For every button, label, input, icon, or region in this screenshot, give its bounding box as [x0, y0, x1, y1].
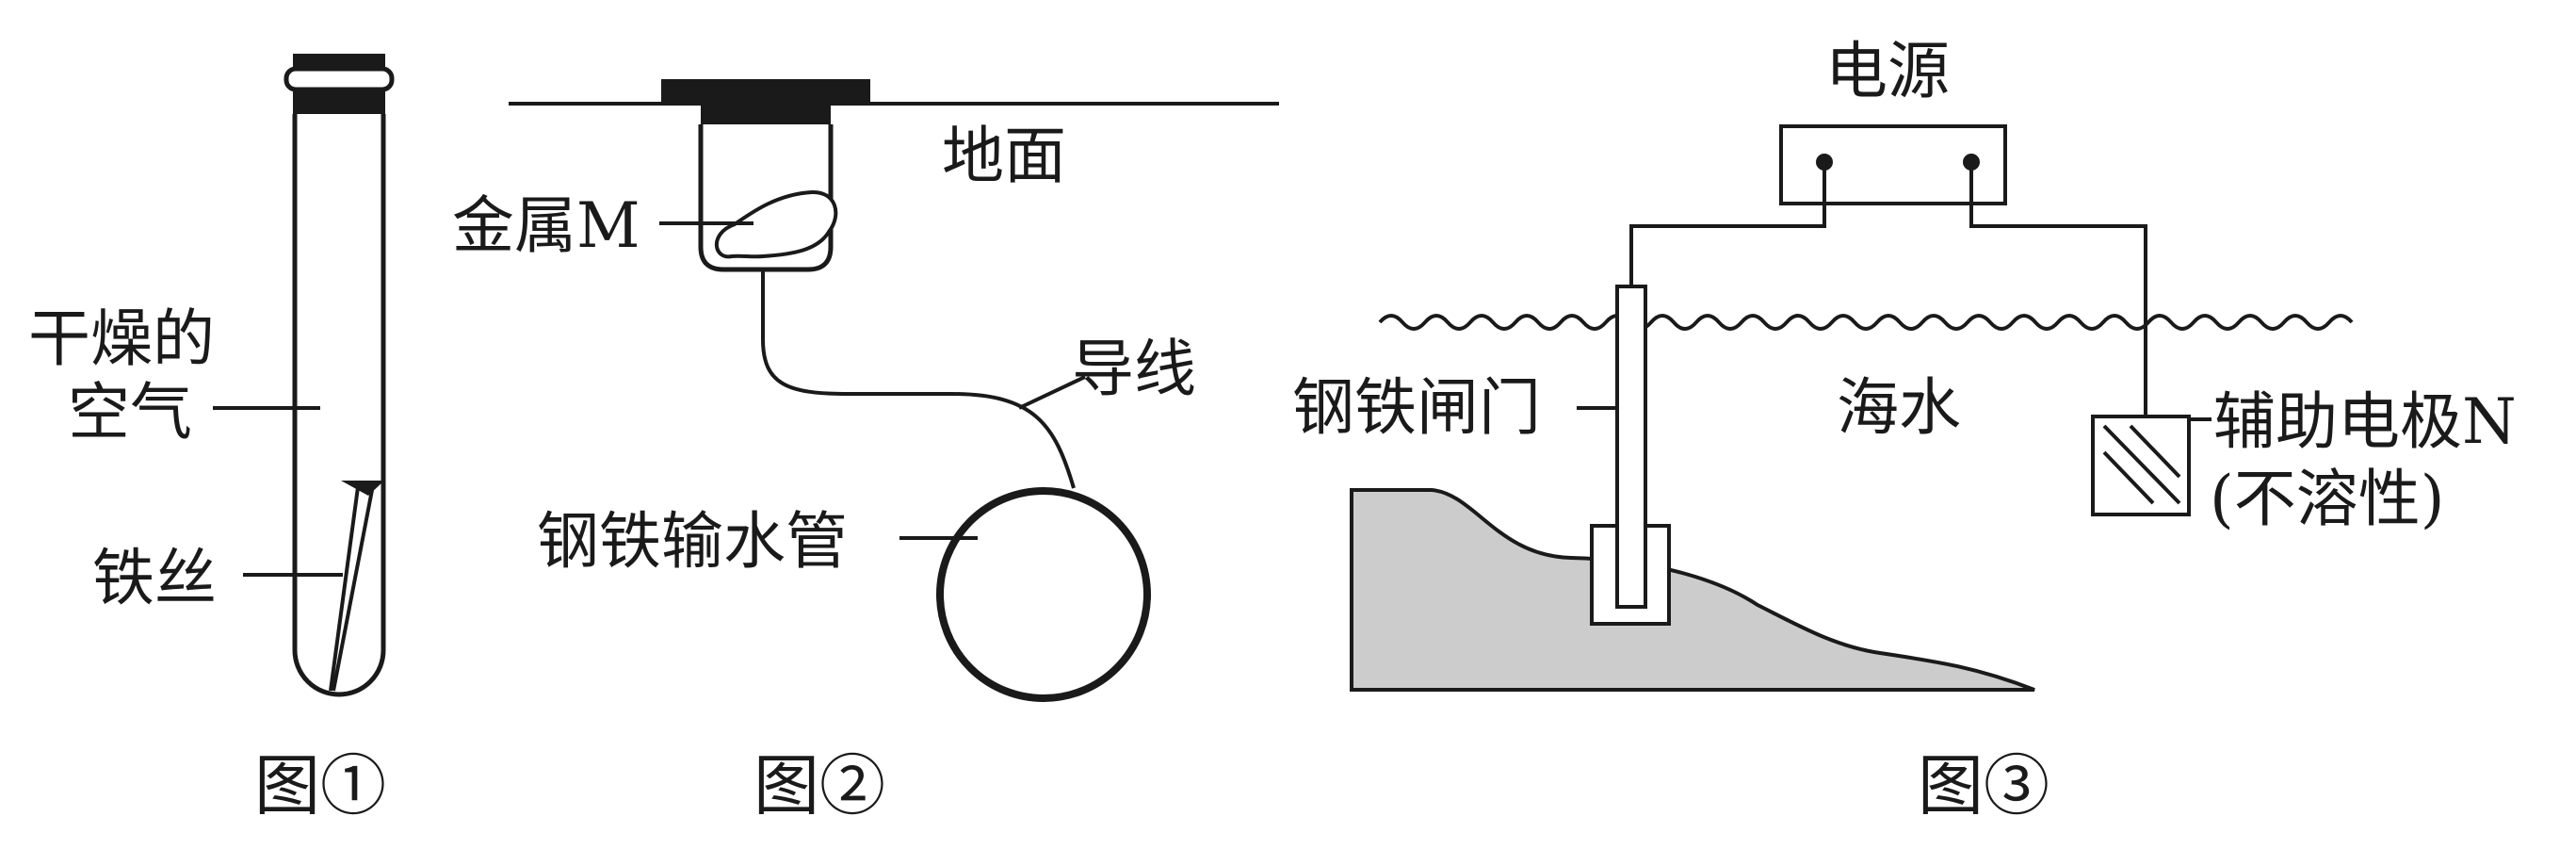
iron-wire-line-2 [332, 489, 374, 692]
tube-body [292, 114, 386, 697]
figure-2: 地面 金属M 导线 钢铁输水管 图② [452, 79, 1279, 825]
seawater-label: 海水 [1837, 371, 1961, 444]
iron-wire-label: 铁丝 [92, 542, 217, 614]
aux-electrode-hatch-1 [2102, 424, 2181, 505]
aux-electrode-hatch-3 [2102, 450, 2155, 505]
metal-container [698, 124, 834, 272]
power-supply-label: 电源 [1825, 35, 1950, 107]
seabed [1350, 488, 2035, 692]
ground-label: 地面 [942, 120, 1066, 192]
figure-2-caption: 图② [753, 747, 885, 825]
steel-water-pipe [936, 487, 1151, 702]
insoluble-label: (不溶性) [2210, 463, 2445, 535]
wire-to-aux-electrode [1969, 162, 2147, 416]
figure-1-caption: 图① [254, 747, 386, 825]
wire-label: 导线 [1072, 333, 1196, 405]
dry-air-label-line2: 空气 [68, 376, 192, 449]
steel-gate-label: 钢铁闸门 [1292, 371, 1541, 444]
aux-electrode-hatch-2 [2129, 424, 2181, 479]
sea-surface [1378, 314, 2354, 331]
metal-m-block [714, 189, 838, 259]
connecting-wire [761, 269, 1076, 489]
metal-m-label: 金属M [452, 189, 640, 262]
figure-3-caption: 图③ [1918, 747, 2049, 825]
tube-rim [284, 66, 395, 92]
container-top-band [701, 102, 831, 124]
dry-air-label-line1: 干燥的 [28, 302, 215, 375]
steel-gate [1615, 285, 1647, 609]
aux-electrode-label: 辅助电极N [2213, 385, 2517, 458]
iron-wire-line-1 [329, 486, 360, 692]
wire-leader-line [1018, 375, 1086, 410]
iron-wire-head [341, 481, 384, 496]
ground-cover-plate [661, 79, 870, 104]
figure-3: 电源 钢铁闸门 海水 辅助电极N (不溶性) 图③ [1292, 35, 2517, 825]
wire-to-gate [1629, 162, 1826, 286]
iron-wire [329, 481, 384, 692]
pipe-label: 钢铁输水管 [537, 505, 848, 578]
tube-stopper-bottom [293, 91, 385, 114]
test-tube [284, 54, 395, 697]
figure-1: 干燥的 空气 铁丝 图① [28, 54, 395, 825]
